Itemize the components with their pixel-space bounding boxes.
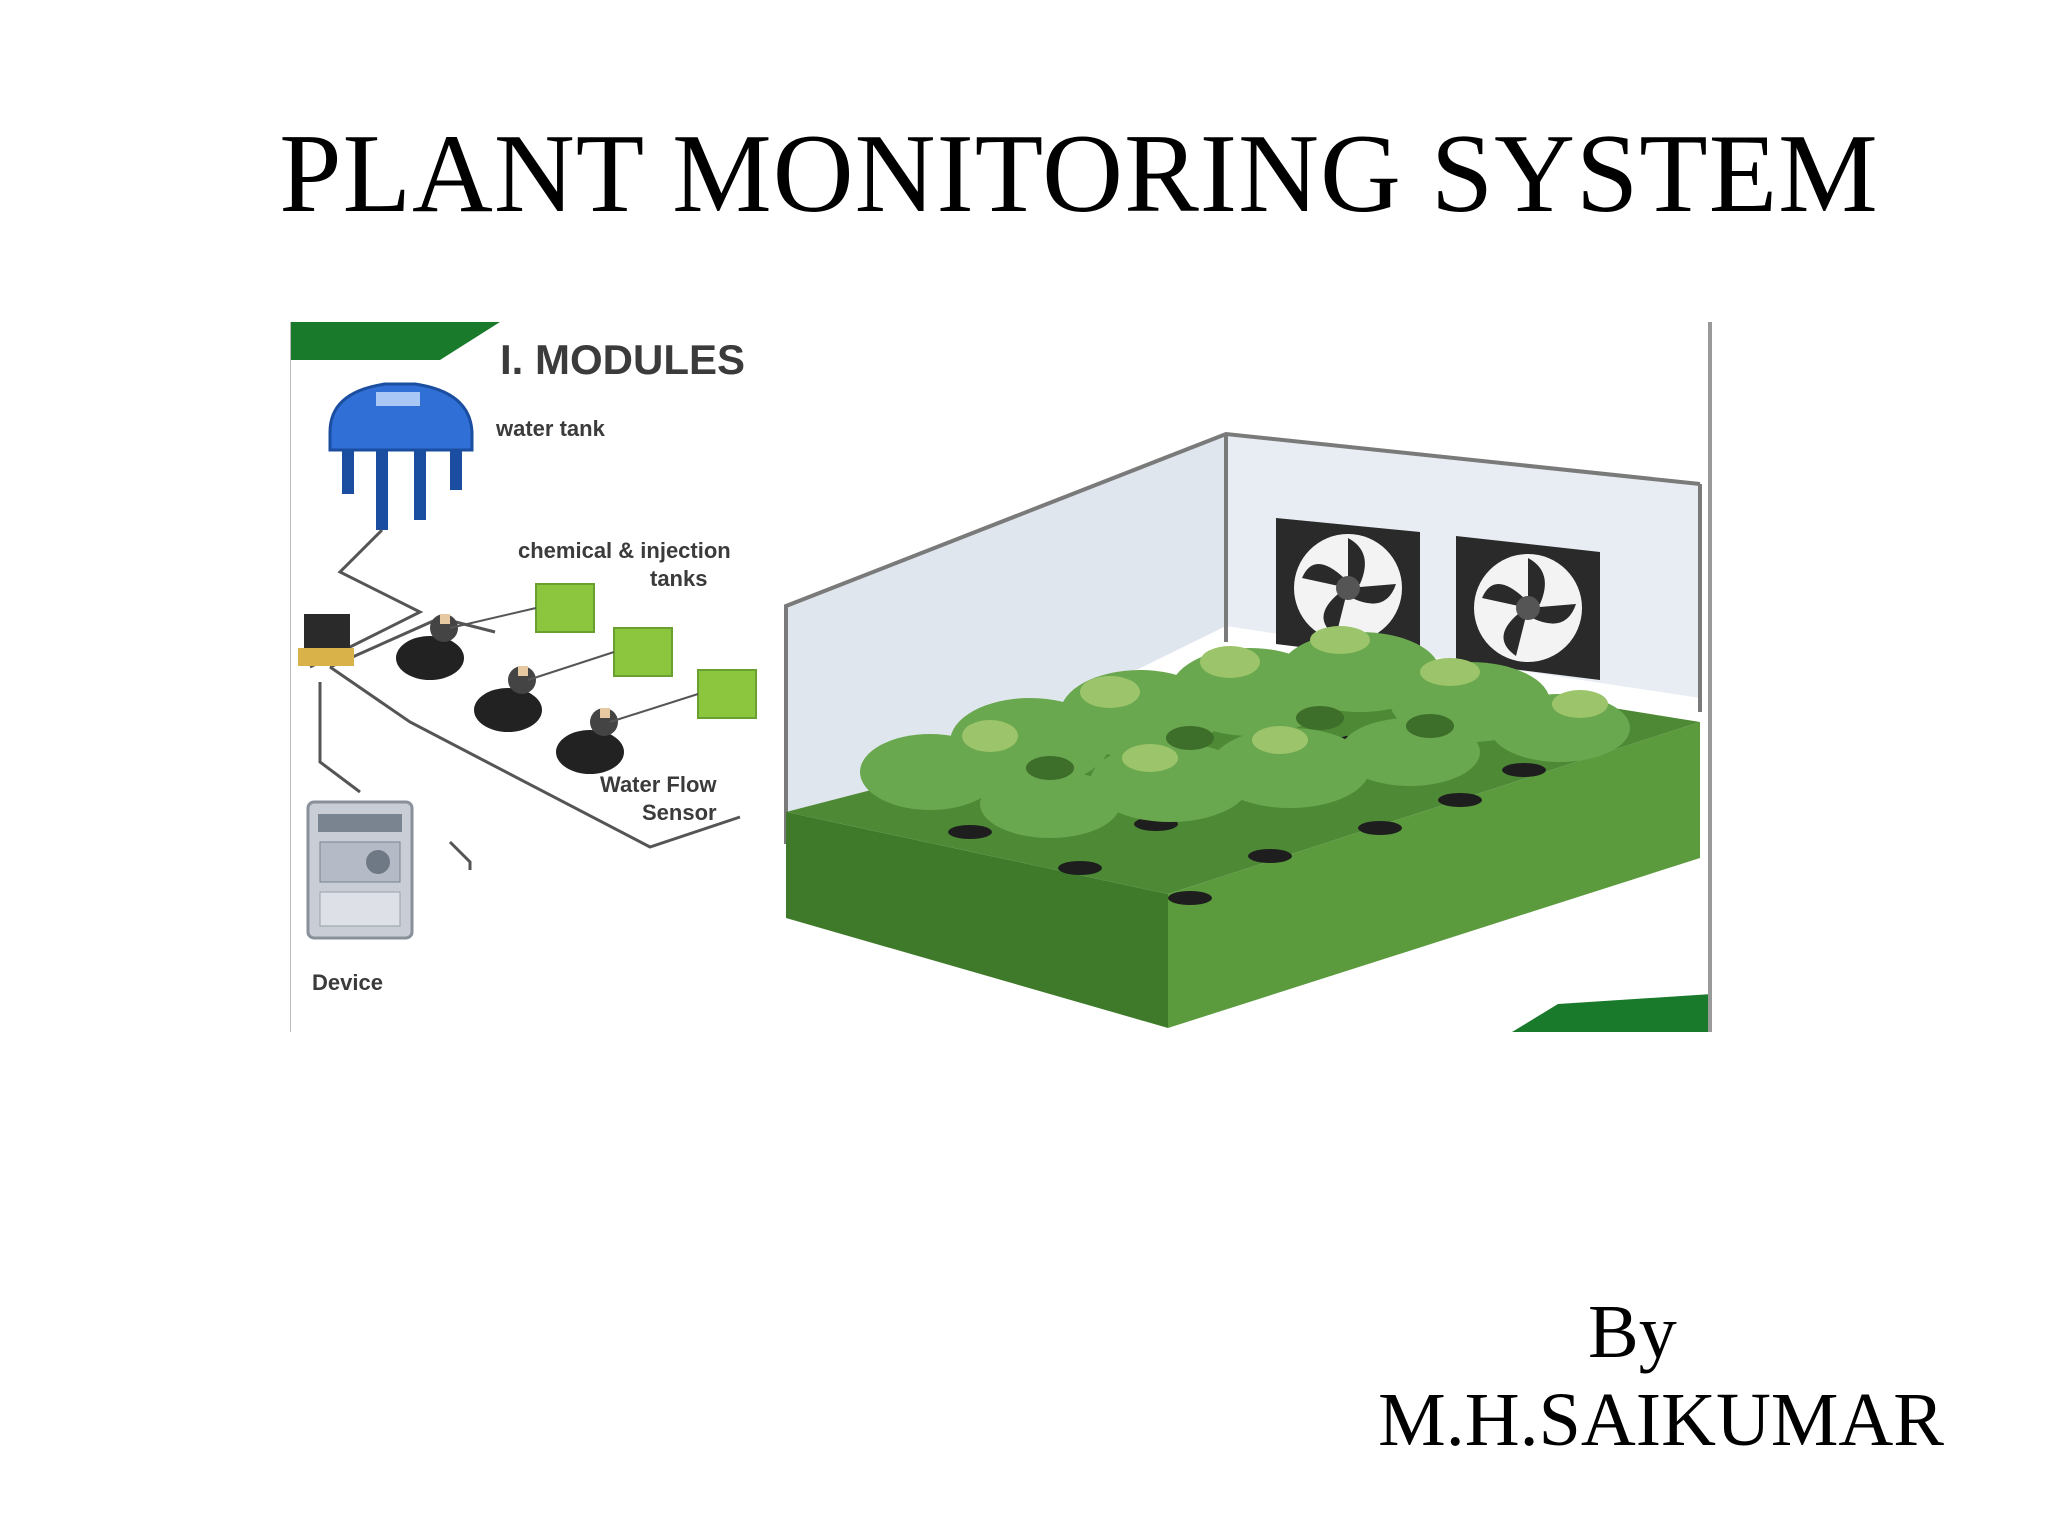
modules-heading: I. MODULES [500, 336, 745, 383]
author-name: M.H.SAIKUMAR [1378, 1378, 1944, 1463]
chemical-tanks-label: chemical & injection [518, 538, 731, 563]
pump-icon [396, 614, 464, 680]
flow-sensor-label: Water Flow [600, 772, 717, 797]
pump-icon [474, 666, 542, 732]
control-box-icon [298, 614, 354, 666]
flow-sensor-label-line2: Sensor [642, 800, 717, 825]
chemical-tank-icon [697, 669, 757, 719]
top-left-accent [290, 322, 500, 360]
device-label: Device [312, 970, 383, 995]
modules-diagram-svg: I. MODULES water tank chemical & injecti… [290, 322, 1712, 1032]
pipe-network [309, 528, 741, 870]
chemical-tanks-label-line2: tanks [650, 566, 707, 591]
chemical-tank-icon [613, 627, 673, 677]
exhaust-fan-icon [1276, 518, 1420, 662]
slide-title: PLANT MONITORING SYSTEM [279, 112, 1879, 236]
chemical-tank-icon [535, 583, 595, 633]
water-tank-icon [328, 382, 474, 530]
byline-prefix: By [1588, 1290, 1677, 1374]
modules-diagram: I. MODULES water tank chemical & injecti… [290, 322, 1712, 1032]
water-tank-label: water tank [495, 416, 606, 441]
plant-bed-icon [786, 626, 1700, 1028]
byline: By M.H.SAIKUMAR [1324, 1288, 1944, 1464]
exhaust-fan-icon [1456, 536, 1600, 680]
pump-icon [556, 708, 624, 774]
bottom-right-accent [1512, 994, 1712, 1032]
controller-device-icon [306, 800, 414, 940]
